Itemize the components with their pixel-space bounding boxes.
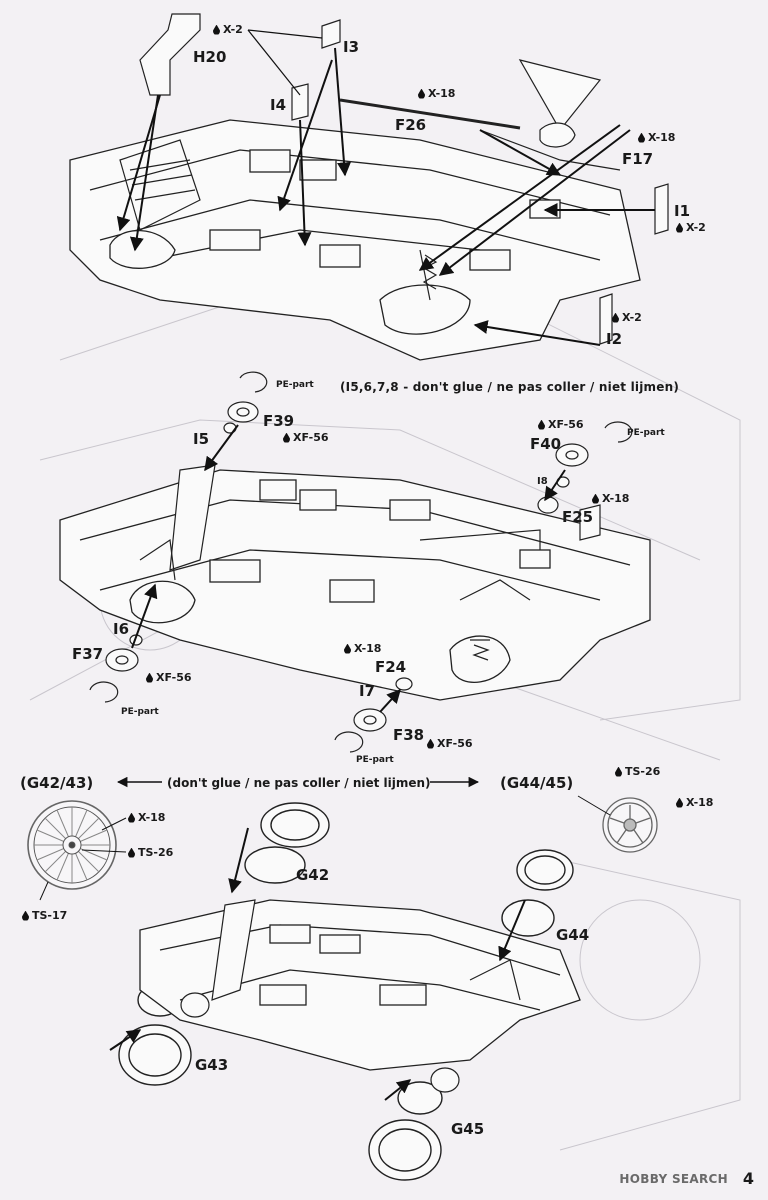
paint-f38: XF-56 (427, 738, 473, 749)
paint-drop-icon (344, 643, 351, 654)
step2-details (139, 464, 541, 661)
chassis-step2 (59, 469, 651, 701)
paint-wheel-ts26: TS-26 (128, 847, 173, 858)
paint-f40: XF-56 (538, 419, 584, 430)
paint-drop-icon (676, 222, 683, 233)
paint-drop-icon (615, 766, 622, 777)
paint-drop-icon (146, 672, 153, 683)
paint-f17: X-18 (638, 132, 675, 143)
step1-arrows (116, 47, 655, 346)
label-f25: F25 (562, 508, 594, 526)
label-h20: H20 (193, 48, 227, 66)
paint-h20: X-2 (213, 24, 243, 35)
wheel-g42-43 (27, 800, 117, 890)
paint-f39: XF-56 (283, 432, 329, 443)
paint-drop-icon (427, 738, 434, 749)
paint-wheel-x18: X-18 (128, 812, 165, 823)
paint-f24: X-18 (344, 643, 381, 654)
label-i6: I6 (113, 620, 130, 638)
label-f38: F38 (393, 726, 425, 744)
label-f17: F17 (622, 150, 654, 168)
label-g45: G45 (451, 1120, 485, 1138)
paint-drop-icon (638, 132, 645, 143)
wheel-g44-45 (602, 797, 658, 853)
paint-wheel-ts17: TS-17 (22, 910, 67, 921)
pe-part-f37: PE-part (121, 707, 159, 717)
paint-wheel2-ts26: TS-26 (615, 766, 660, 777)
label-g42: G42 (296, 866, 330, 884)
step1-parts (139, 13, 669, 345)
step3-left-label: (G42/43) (20, 774, 94, 792)
paint-drop-icon (538, 419, 545, 430)
pe-part-f40: PE-part (627, 428, 665, 438)
paint-i1: X-2 (676, 222, 706, 233)
label-i5: I5 (193, 430, 210, 448)
paint-drop-icon (128, 847, 135, 858)
step1-details (119, 59, 621, 301)
paint-drop-icon (213, 24, 220, 35)
label-g43: G43 (195, 1056, 229, 1074)
pe-part-f39: PE-part (276, 380, 314, 390)
label-f40: F40 (530, 435, 562, 453)
step2-parts (89, 371, 633, 753)
paint-f26: X-18 (418, 88, 455, 99)
paint-drop-icon (418, 88, 425, 99)
paint-wheel2-x18: X-18 (676, 797, 713, 808)
paint-i2: X-2 (612, 312, 642, 323)
watermark: HOBBY SEARCH (619, 1172, 728, 1186)
paint-drop-icon (592, 493, 599, 504)
label-i2: I2 (606, 330, 623, 348)
label-f24: F24 (375, 658, 407, 676)
paint-f25: X-18 (592, 493, 629, 504)
label-f37: F37 (72, 645, 104, 663)
step3-mid-note: (don't glue / ne pas coller / niet lijme… (167, 776, 431, 790)
step3-arrows (109, 827, 526, 1101)
label-i4: I4 (270, 96, 287, 114)
paint-drop-icon (676, 797, 683, 808)
label-i3: I3 (343, 38, 360, 56)
label-i7: I7 (359, 682, 376, 700)
label-f26: F26 (395, 116, 427, 134)
tyres (118, 802, 574, 1181)
label-g44: G44 (556, 926, 590, 944)
paint-drop-icon (283, 432, 290, 443)
paint-drop-icon (612, 312, 619, 323)
pe-part-f38: PE-part (356, 755, 394, 765)
paint-drop-icon (22, 910, 29, 921)
step2-note: (I5,6,7,8 - don't glue / ne pas coller /… (340, 380, 680, 394)
label-i1: I1 (674, 202, 691, 220)
page-number: 4 (742, 1169, 754, 1188)
step3-details (180, 899, 521, 1093)
chassis-step1 (69, 119, 641, 361)
label-i8: I8 (537, 476, 548, 487)
label-f39: F39 (263, 412, 295, 430)
step2-arrows (131, 424, 566, 713)
paint-f37: XF-56 (146, 672, 192, 683)
paint-drop-icon (128, 812, 135, 823)
step3-right-label: (G44/45) (500, 774, 574, 792)
